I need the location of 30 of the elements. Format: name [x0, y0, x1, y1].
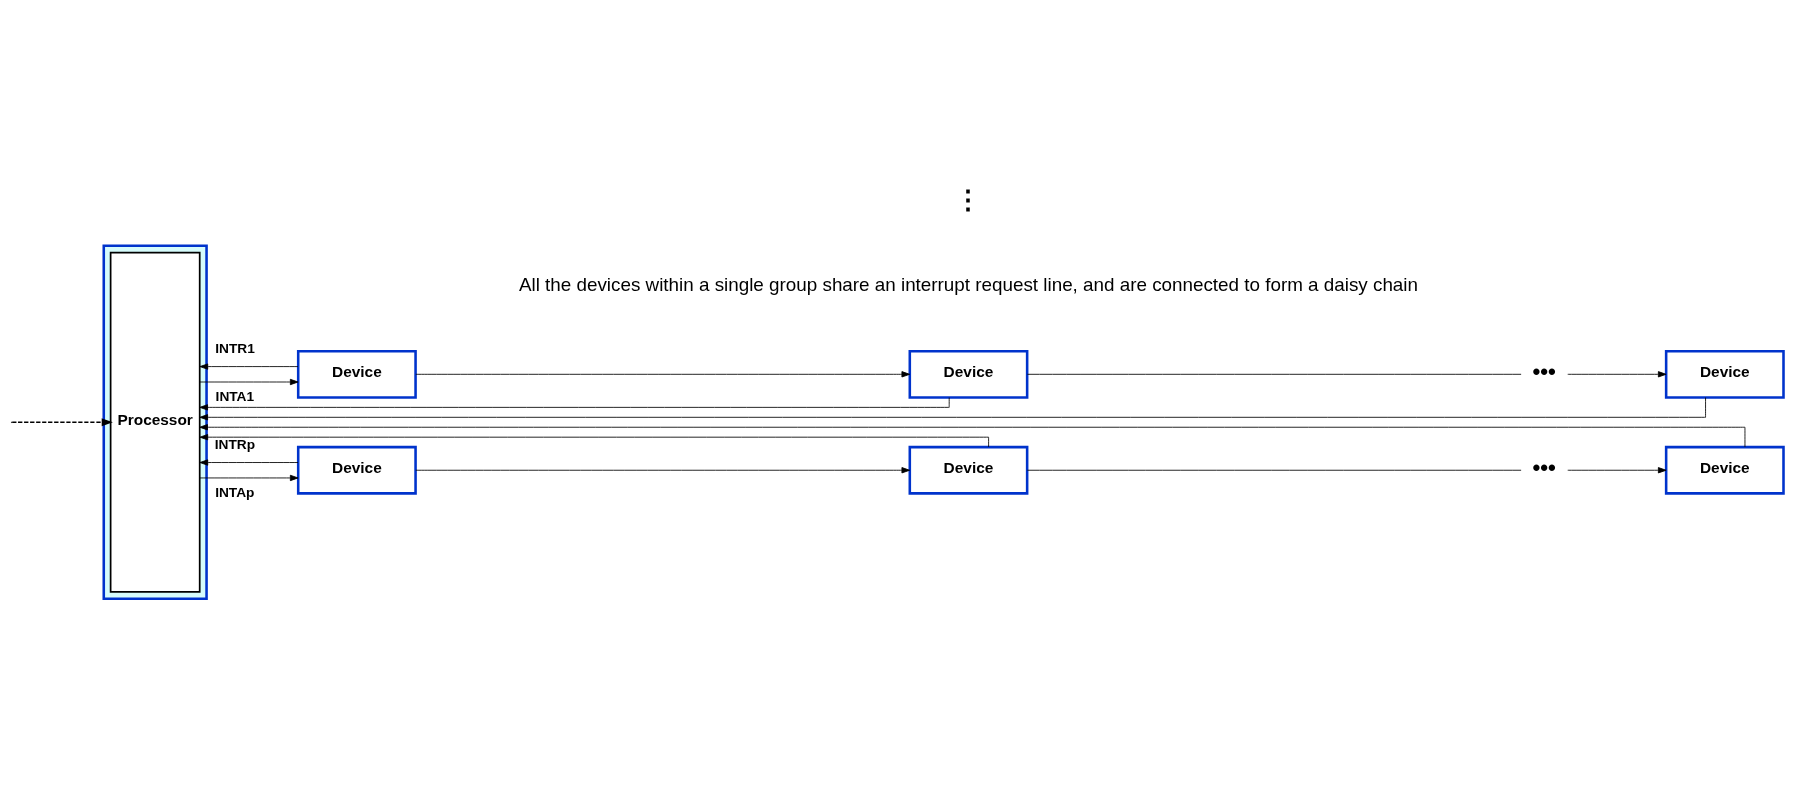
arrow [11, 417, 113, 426]
label: ⋮ [955, 185, 982, 214]
label: All the devices within a single group share an interrupt request line, and are connected to form a daisy chain [518, 273, 1418, 295]
arrow [1567, 466, 1667, 473]
node-box: Device [296, 349, 417, 399]
arrow [199, 396, 1706, 420]
edge-label: INTA1 [215, 388, 255, 404]
edge-label: INTR1 [215, 340, 255, 356]
edge-label: INTRp [214, 436, 256, 452]
connector [1027, 373, 1522, 375]
node-box: Device [1664, 445, 1785, 495]
arrow [199, 474, 299, 481]
edge-label: INTAp [215, 484, 255, 500]
node-box: Device [1664, 349, 1785, 399]
arrow [199, 362, 299, 370]
arrow [199, 378, 299, 385]
node-box: Processor [109, 251, 201, 593]
arrow [199, 396, 950, 410]
node-box: Device [908, 349, 1029, 399]
arrow [199, 458, 299, 466]
node-text: ••• [1532, 358, 1556, 384]
node-box: Device [296, 445, 417, 495]
arrow [199, 433, 990, 447]
arrow [415, 370, 911, 377]
arrow [199, 423, 1746, 447]
arrow [415, 466, 911, 473]
node-text: ••• [1532, 454, 1556, 480]
arrow [1567, 370, 1667, 377]
connector [1027, 469, 1522, 471]
node-box: Device [908, 445, 1029, 495]
